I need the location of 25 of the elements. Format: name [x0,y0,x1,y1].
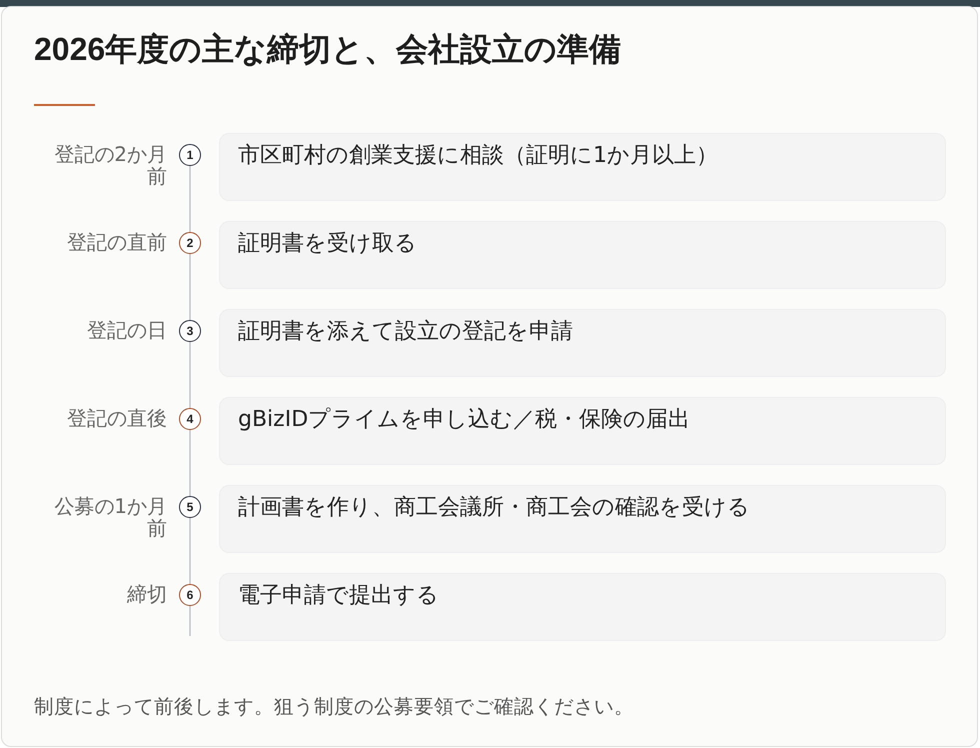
step-text: gBizIDプライムを申し込む／税・保険の届出 [238,407,690,432]
date-label: 登記の2か月前 [53,143,167,187]
step-number: 5 [186,501,194,513]
step-text: 証明書を添えて設立の登記を申請 [238,319,573,344]
step-text: 証明書を受け取る [238,231,417,256]
step-text: 電子申請で提出する [238,583,439,608]
timeline-line [189,342,191,408]
step-number: 1 [186,149,194,161]
date-label: 登記の直後 [66,407,167,429]
step-text: 市区町村の創業支援に相談（証明に1か月以上） [238,143,718,168]
timeline-line [189,166,191,232]
timeline-line [189,518,191,584]
footnote: 制度によって前後します。狙う制度の公募要領でご確認ください。 [34,694,634,720]
step-number: 4 [186,413,194,425]
title: 2026年度の主な締切と、会社設立の準備 [34,30,622,69]
step-number: 6 [186,589,194,601]
step-number: 3 [186,325,194,337]
date-label: 公募の1か月前 [53,495,167,539]
date-label: 締切 [126,583,167,605]
step-text: 計画書を作り、商工会議所・商工会の確認を受ける [238,495,750,520]
date-label: 登記の直前 [66,231,167,253]
date-label: 登記の日 [86,319,167,341]
timeline-line [189,254,191,320]
timeline-line [189,430,191,496]
step-number: 2 [186,237,194,249]
